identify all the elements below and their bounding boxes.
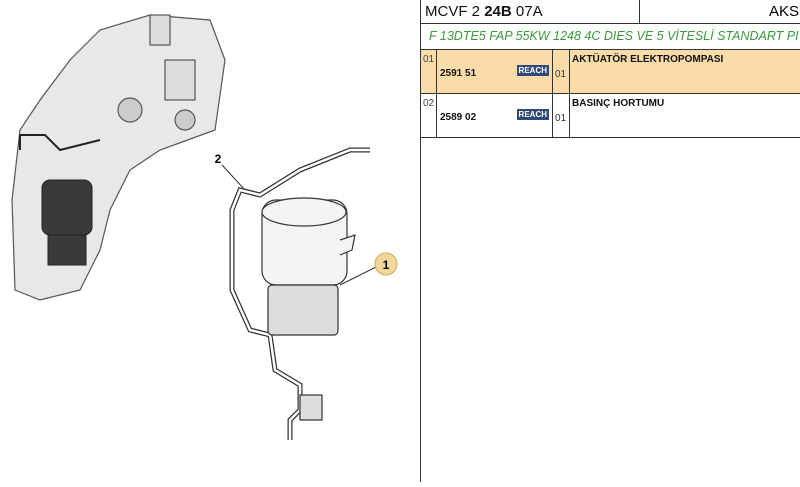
part-number-cell: 2591 51 REACH xyxy=(438,50,553,93)
header-right-label: AKS xyxy=(768,3,799,20)
part-number[interactable]: 2591 51 xyxy=(440,68,477,79)
part-number[interactable]: 2589 02 xyxy=(440,112,477,123)
code-suffix: 07A xyxy=(511,3,543,20)
divider xyxy=(639,0,640,23)
row-index: 01 xyxy=(421,50,437,93)
reach-badge[interactable]: REACH xyxy=(516,109,549,120)
part-number-cell: 2589 02 REACH xyxy=(438,94,553,137)
description: AKTÜATÖR ELEKTROPOMPASI xyxy=(572,54,724,65)
quantity: 01 xyxy=(555,113,567,124)
reach-badge[interactable]: REACH xyxy=(516,65,549,76)
diagram-code: MCVF 2 24B 07A xyxy=(425,3,543,20)
qty-cell: 01 xyxy=(553,50,570,93)
header-bar: MCVF 2 24B 07A AKS xyxy=(421,0,800,24)
callout-2-label: 2 xyxy=(215,152,222,166)
code-prefix: MCVF 2 xyxy=(425,3,485,20)
table-row[interactable]: 02 2589 02 REACH 01 BASINÇ HORTUMU xyxy=(421,94,800,138)
quantity: 01 xyxy=(555,69,567,80)
callout-1-label: 1 xyxy=(383,258,390,272)
vehicle-title: F 13DTE5 FAP 55KW 1248 4C DIES VE 5 VİTE… xyxy=(421,24,800,50)
row-index: 02 xyxy=(421,94,437,137)
callout-1-marker xyxy=(374,252,398,276)
code-bold: 24B xyxy=(484,3,512,20)
parts-diagram: 1 2 xyxy=(11,14,398,440)
description: BASINÇ HORTUMU xyxy=(572,98,665,109)
engine-assembly-sketch xyxy=(11,14,226,301)
electropump-drawing xyxy=(261,197,356,421)
highlighted-pump-small xyxy=(41,179,93,266)
table-row[interactable]: 01 2591 51 REACH 01 AKTÜATÖR ELEKTROPOMP… xyxy=(421,50,800,94)
parts-list-panel: MCVF 2 24B 07A AKS F 13DTE5 FAP 55KW 124… xyxy=(420,0,800,482)
qty-cell: 01 xyxy=(553,94,570,137)
